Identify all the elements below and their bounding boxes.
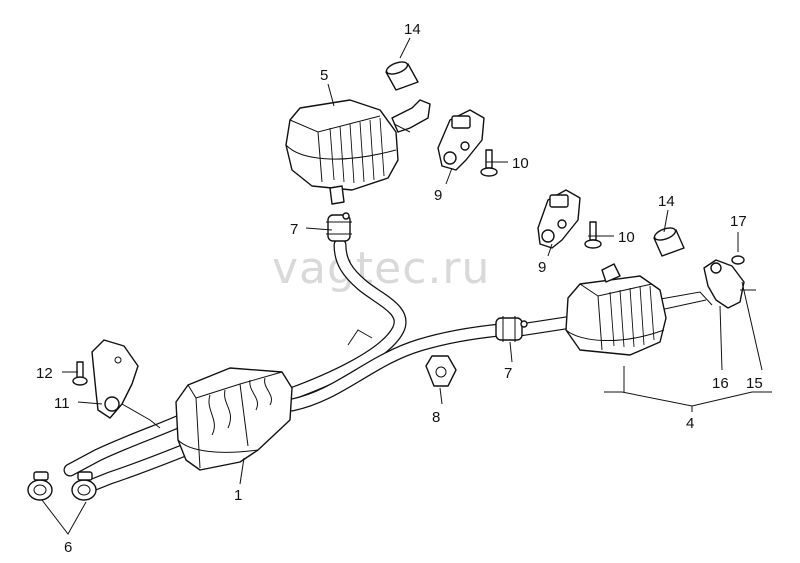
rubber-mount	[425, 355, 457, 387]
callout-9-right: 9	[538, 259, 546, 276]
hanger-bracket-left	[437, 109, 485, 171]
rear-muffler	[565, 263, 667, 356]
rear-muffler-ribs	[609, 285, 655, 348]
callout-9-left: 9	[434, 187, 442, 204]
callout-11: 11	[54, 395, 70, 412]
leader-lines	[41, 37, 772, 535]
clamp-left	[326, 212, 352, 242]
centre-muffler	[175, 367, 293, 471]
callout-10-left: 10	[512, 155, 529, 172]
front-bracket	[91, 339, 161, 429]
bolt-left	[480, 149, 498, 177]
rear-hanger	[703, 259, 756, 309]
muffler-ribs	[329, 117, 385, 184]
callout-1: 1	[234, 487, 242, 504]
bolt-front	[72, 361, 88, 386]
tailpipe-trim-left	[385, 61, 419, 91]
front-clamp-b	[71, 471, 97, 501]
callout-15: 15	[746, 375, 763, 392]
callout-4: 4	[686, 415, 694, 432]
nut-17	[731, 255, 745, 265]
callout-16: 16	[712, 375, 729, 392]
callout-14-right: 14	[658, 193, 675, 210]
exhaust-pipes	[63, 238, 713, 493]
callout-14-left: 14	[404, 21, 421, 38]
hanger-bracket-right	[537, 189, 581, 249]
tailpipe-trim-right	[653, 227, 685, 257]
callout-8: 8	[432, 409, 440, 426]
front-left-muffler	[285, 99, 431, 205]
clamp-right	[495, 316, 528, 342]
callout-numbers: 14 5 10 9 7 14 17 10 9 12 11 7 8 16 15 4…	[36, 21, 763, 556]
callout-12: 12	[36, 365, 53, 382]
callout-6: 6	[64, 539, 72, 556]
front-clamp-a	[27, 471, 53, 501]
bolt-right	[584, 221, 602, 249]
callout-7-left: 7	[290, 221, 298, 238]
callout-7-right: 7	[504, 365, 512, 382]
callout-5: 5	[320, 67, 328, 84]
callout-10-right: 10	[618, 229, 635, 246]
callout-17: 17	[730, 213, 747, 230]
watermark: vagtec.ru	[272, 243, 490, 294]
